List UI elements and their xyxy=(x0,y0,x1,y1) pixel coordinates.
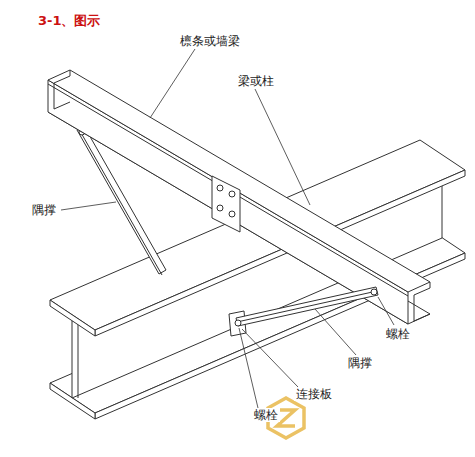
beam-top-flange-end xyxy=(50,300,95,336)
bolt xyxy=(217,205,223,211)
connection-plate xyxy=(212,176,240,232)
figure-title: 3-1、图示 xyxy=(38,12,101,30)
bolt xyxy=(229,211,235,217)
leader-line xyxy=(315,309,356,355)
bolt xyxy=(371,289,377,295)
leader-line xyxy=(255,89,310,205)
knee-brace xyxy=(236,287,378,326)
bolt xyxy=(235,320,241,326)
purlin-top-flange xyxy=(48,70,430,292)
part-label: 隅撑 xyxy=(346,356,374,370)
knee-brace-edge xyxy=(237,291,377,322)
part-label: 连接板 xyxy=(294,387,334,401)
bolt xyxy=(217,185,223,191)
part-label: 隅撑 xyxy=(30,203,58,217)
leader-line xyxy=(242,329,298,387)
purlin-web xyxy=(48,80,408,324)
part-label: 檩条或墙梁 xyxy=(178,34,242,48)
purlin-end-section xyxy=(414,282,430,321)
part-label: 螺栓 xyxy=(252,408,280,422)
part-label: 梁或柱 xyxy=(236,74,276,88)
leader-line xyxy=(378,297,394,325)
bolt xyxy=(229,191,235,197)
part-label: 螺栓 xyxy=(384,327,412,341)
beam-web-end xyxy=(78,324,79,398)
leader-line xyxy=(239,328,258,408)
leader-line xyxy=(61,202,116,210)
leader-line xyxy=(150,49,195,118)
purlin-edge xyxy=(48,84,408,296)
